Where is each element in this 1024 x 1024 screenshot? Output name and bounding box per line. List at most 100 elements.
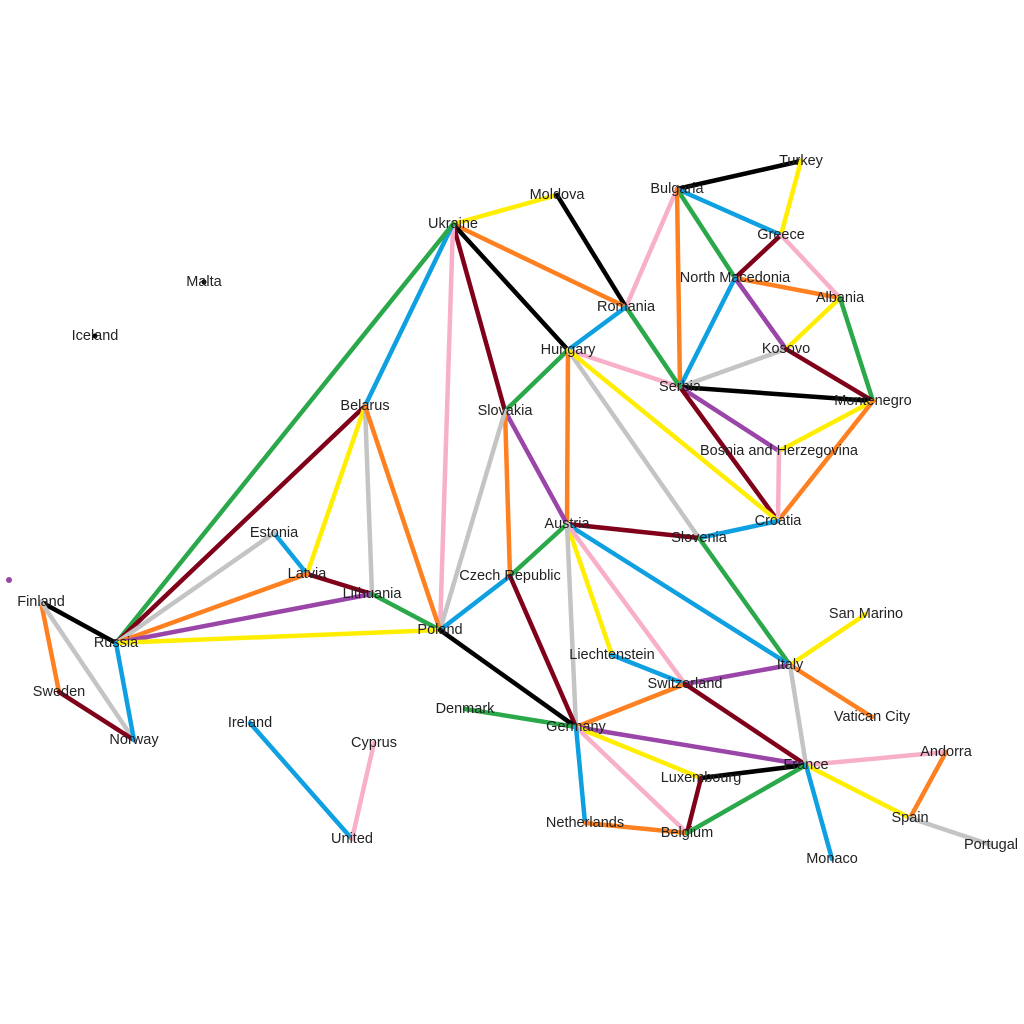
- edge-netherlands-belgium: [582, 820, 690, 836]
- node-label-romania: Romania: [597, 299, 656, 315]
- node-label-france: France: [783, 757, 828, 773]
- edge-belarus-lithuania: [362, 403, 375, 597]
- isolated-node-layer: [92, 279, 207, 339]
- edge-czech-poland: [437, 573, 513, 633]
- edge-switzerland-france: [682, 681, 809, 768]
- node-label-italy: Italy: [777, 657, 804, 673]
- node-label-ukraine: Ukraine: [428, 216, 478, 232]
- edge-albania-montenegro: [837, 295, 876, 404]
- edge-germany-belgium: [573, 724, 690, 836]
- edge-latvia-lithuania: [304, 571, 375, 597]
- edge-austria-czech: [507, 521, 570, 579]
- edge-liechtenstein-switzerland: [609, 652, 688, 687]
- edge-ukraine-hungary: [450, 221, 571, 353]
- edge-hungary-austria: [564, 347, 571, 527]
- edge-estonia-russia: [113, 530, 277, 646]
- edge-slovenia-croatia: [696, 518, 781, 541]
- edge-finland-norway: [38, 599, 137, 743]
- edge-hungary-slovakia: [502, 347, 571, 414]
- node-label-sweden: Sweden: [33, 684, 85, 700]
- node-label-portugal: Portugal: [964, 837, 1018, 853]
- node-label-lithuania: Lithuania: [343, 586, 403, 602]
- node-label-denmark: Denmark: [436, 701, 496, 717]
- edge-bulgaria-turkey: [674, 158, 804, 192]
- edge-belarus-poland: [362, 403, 443, 633]
- edge-slovakia-austria: [502, 408, 570, 527]
- node-label-monaco: Monaco: [806, 851, 858, 867]
- edge-austria-liechtenstein: [564, 521, 615, 658]
- node-label-russia: Russia: [94, 635, 139, 651]
- edge-kosovo-serbia: [677, 346, 789, 390]
- edge-andorra-spain: [907, 749, 949, 821]
- node-label-bosnia: Bosnia and Herzegovina: [700, 443, 859, 459]
- edge-bulgaria-north_macedonia: [674, 186, 738, 281]
- edge-switzerland-italy: [682, 662, 793, 687]
- edge-ukraine-romania: [450, 221, 629, 310]
- node-label-moldova: Moldova: [530, 187, 586, 203]
- node-label-united: United: [331, 831, 373, 847]
- edge-france-monaco: [803, 762, 835, 862]
- edge-italy-france: [787, 662, 809, 768]
- edge-bulgaria-serbia: [674, 186, 683, 390]
- stray-point: [6, 577, 12, 583]
- edge-lithuania-russia: [113, 591, 375, 646]
- edge-greece-north_macedonia: [732, 232, 784, 281]
- node-label-iceland: Iceland: [72, 328, 119, 344]
- node-dot-iceland: [92, 333, 98, 339]
- edge-hungary-croatia: [565, 347, 781, 524]
- edge-switzerland-germany: [573, 681, 688, 730]
- node-label-kosovo: Kosovo: [762, 341, 810, 357]
- edge-belarus-latvia: [304, 403, 368, 577]
- edge-hungary-slovenia: [565, 347, 702, 541]
- node-label-cyprus: Cyprus: [351, 735, 397, 751]
- node-label-netherlands: Netherlands: [546, 815, 624, 831]
- edge-cyprus-united: [349, 740, 377, 842]
- edge-moldova-romania: [554, 192, 629, 310]
- edge-denmark-germany: [462, 706, 579, 730]
- edge-luxembourg-france: [698, 762, 809, 781]
- edge-lithuania-poland: [369, 591, 443, 633]
- node-label-germany: Germany: [546, 719, 606, 735]
- edge-montenegro-bosnia: [776, 398, 876, 454]
- edge-luxembourg-belgium: [684, 775, 704, 836]
- edge-bosnia-croatia: [775, 448, 782, 524]
- edge-slovakia-poland: [437, 408, 508, 633]
- node-label-switzerland: Switzerland: [648, 676, 723, 692]
- edge-serbia-croatia: [677, 384, 781, 524]
- node-label-san_marino: San Marino: [829, 606, 903, 622]
- edge-austria-italy: [564, 521, 793, 668]
- edge-montenegro-croatia: [775, 398, 876, 524]
- edge-north_macedonia-albania: [732, 275, 843, 301]
- edge-north_macedonia-serbia: [677, 275, 738, 390]
- edge-czech-germany: [507, 573, 579, 730]
- node-label-north_macedonia: North Macedonia: [680, 270, 791, 286]
- edge-romania-hungary: [565, 304, 629, 353]
- edge-finland-sweden: [38, 599, 62, 695]
- edge-italy-san_marino: [787, 611, 869, 668]
- edge-ukraine-poland: [437, 221, 456, 633]
- node-label-vatican: Vatican City: [834, 709, 911, 725]
- edge-layer: [38, 158, 994, 862]
- edge-moldova-ukraine: [450, 192, 560, 227]
- edge-poland-germany: [437, 627, 579, 730]
- edge-estonia-latvia: [271, 530, 310, 577]
- edge-serbia-montenegro: [677, 384, 876, 404]
- node-label-albania: Albania: [816, 290, 865, 306]
- node-label-czech: Czech Republic: [459, 568, 561, 584]
- edge-poland-russia: [113, 627, 443, 646]
- edge-slovenia-italy: [696, 535, 793, 668]
- node-label-turkey: Turkey: [779, 153, 824, 169]
- node-label-finland: Finland: [17, 594, 65, 610]
- edge-spain-portugal: [907, 815, 994, 848]
- edge-france-spain: [803, 762, 913, 821]
- edge-ukraine-belarus: [362, 221, 456, 409]
- node-label-luxembourg: Luxembourg: [661, 770, 742, 786]
- edge-belarus-russia: [113, 403, 368, 646]
- node-label-greece: Greece: [757, 227, 805, 243]
- edge-serbia-bosnia: [677, 384, 782, 454]
- edge-slovakia-czech: [502, 408, 513, 579]
- node-label-hungary: Hungary: [541, 342, 597, 358]
- edge-germany-netherlands: [573, 724, 588, 826]
